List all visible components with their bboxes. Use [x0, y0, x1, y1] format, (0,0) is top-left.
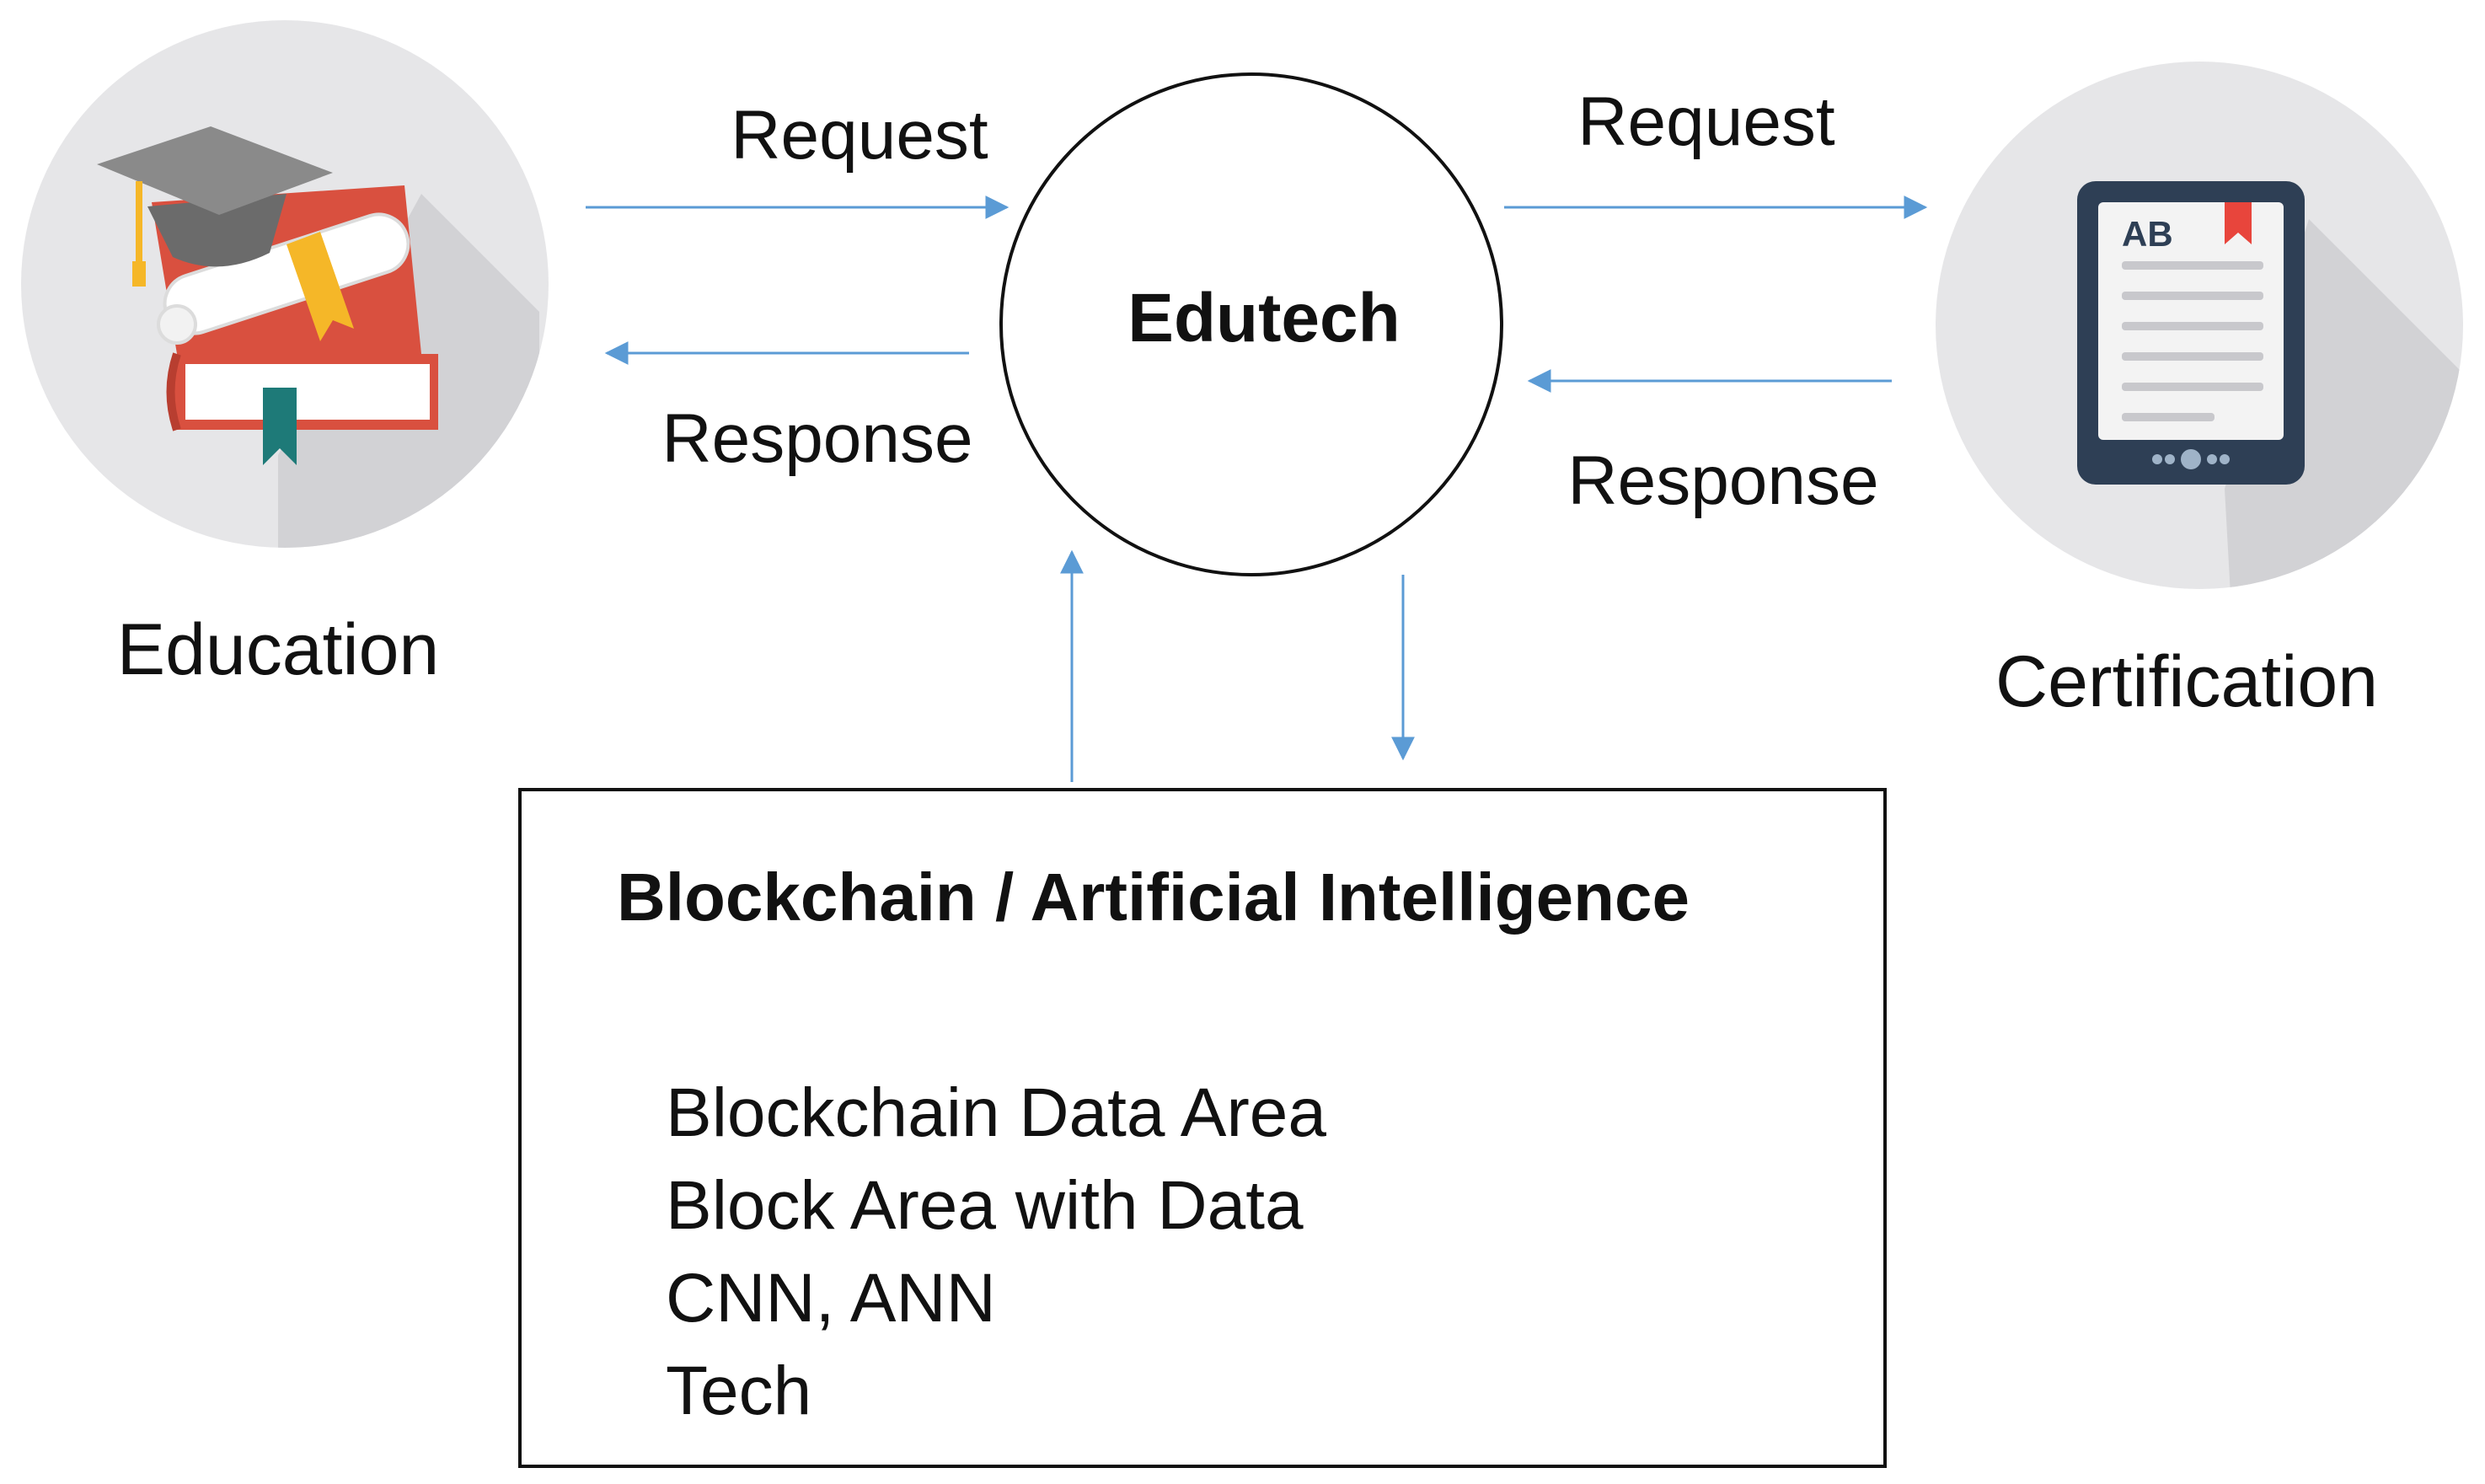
tech-item: Tech	[666, 1353, 811, 1429]
edutech-label: Edutech	[1127, 280, 1400, 356]
certification-label: Certification	[1995, 641, 2378, 722]
education-label: Education	[117, 609, 440, 690]
tech-item: Blockchain Data Area	[666, 1074, 1326, 1151]
graduation-books-icon	[21, 20, 549, 548]
cert-request-label: Request	[1577, 83, 1835, 160]
tech-item: Block Area with Data	[666, 1167, 1304, 1244]
tablet-text: AB	[2122, 214, 2173, 254]
edu-response-label: Response	[661, 400, 972, 477]
edutech-node	[999, 72, 1503, 576]
cert-response-label: Response	[1567, 442, 1878, 519]
tech-item: CNN, ANN	[666, 1260, 996, 1337]
certificate-tablet-icon: AB	[1936, 62, 2463, 589]
tech-box	[518, 788, 1887, 1468]
edu-request-label: Request	[731, 97, 988, 174]
tech-box-title: Blockchain / Artificial Intelligence	[617, 860, 1690, 935]
